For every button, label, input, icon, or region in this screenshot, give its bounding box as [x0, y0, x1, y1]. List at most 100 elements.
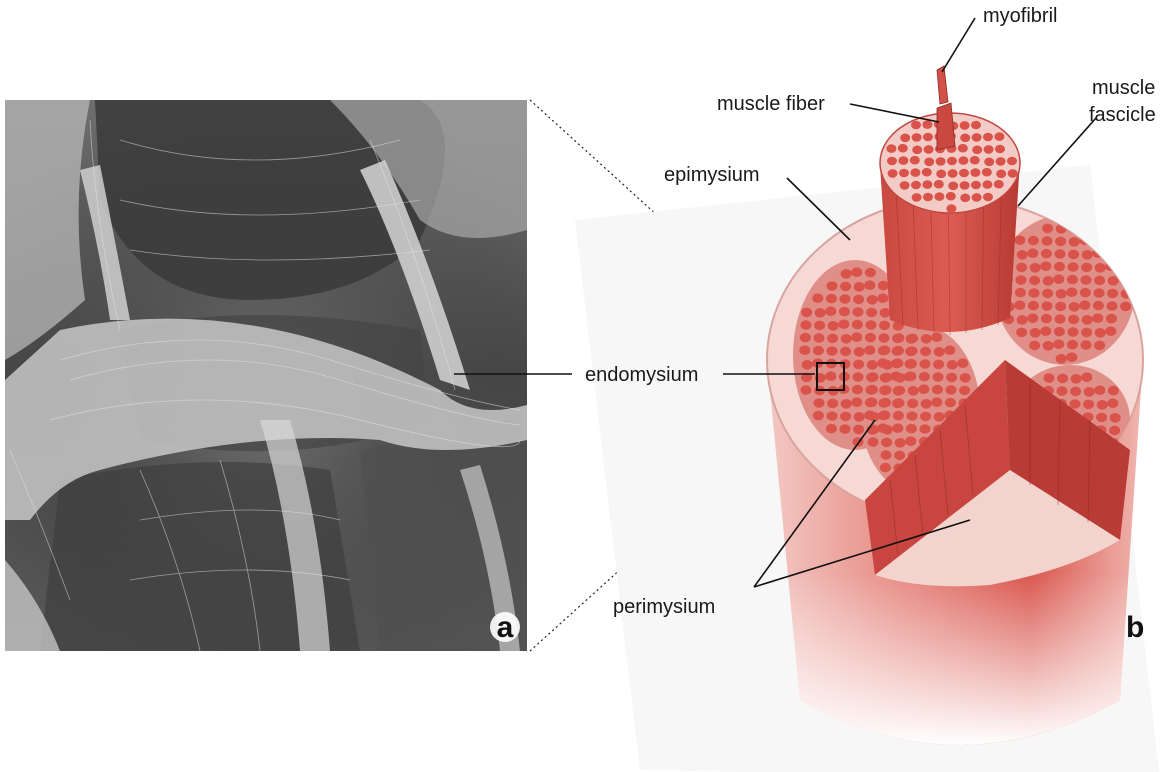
muscle-fiber-cell: [907, 411, 918, 421]
muscle-fiber-cell: [878, 281, 889, 291]
muscle-fiber-cell: [1055, 314, 1066, 324]
muscle-fiber-cell: [827, 399, 838, 409]
muscle-fiber-cell: [1105, 261, 1116, 271]
muscle-fiber-cell: [1069, 302, 1080, 312]
muscle-fiber-cell: [1053, 339, 1064, 349]
muscle-fiber-cell: [1094, 385, 1105, 395]
muscle-fiber-cell: [881, 373, 892, 383]
muscle-fiber-cell: [853, 307, 864, 317]
muscle-fiber-cell: [812, 293, 823, 303]
muscle-fiber-cell: [907, 399, 918, 409]
muscle-fiber-cell: [1107, 289, 1118, 299]
muscle-fiber-cell: [882, 360, 893, 370]
muscle-fiber-cell: [1110, 413, 1121, 423]
muscle-fiber-cell: [1121, 289, 1132, 299]
muscle-fiber-cell: [894, 333, 905, 343]
muscle-fiber-cell: [995, 145, 1005, 154]
muscle-fiber-cell: [946, 204, 956, 213]
muscle-fiber-cell: [931, 332, 942, 342]
muscle-fiber-cell: [907, 334, 918, 344]
muscle-fiber-cell: [799, 345, 810, 355]
muscle-fiber-cell: [851, 332, 862, 342]
muscle-fiber-cell: [827, 334, 838, 344]
muscle-fiber-cell: [801, 308, 812, 318]
muscle-fiber-cell: [924, 158, 934, 167]
muscle-fiber-cell: [932, 385, 943, 395]
muscle-fiber-cell: [1066, 287, 1077, 297]
muscle-fiber-cell: [1067, 340, 1078, 350]
muscle-fiber-cell: [1055, 249, 1066, 259]
muscle-fiber-cell: [895, 438, 906, 448]
muscle-fiber-cell: [894, 398, 905, 408]
muscle-fiber-cell: [880, 463, 891, 473]
muscle-fiber-cell: [895, 373, 906, 383]
muscle-fiber-cell: [959, 169, 969, 178]
muscle-fiber-cell: [1106, 249, 1117, 259]
muscle-fiber-cell: [958, 156, 968, 165]
muscle-fiber-cell: [1055, 302, 1066, 312]
muscle-fiber-cell: [971, 181, 981, 190]
muscle-fiber-cell: [923, 193, 933, 202]
muscle-fiber-cell: [1081, 340, 1092, 350]
muscle-fiber-cell: [853, 372, 864, 382]
muscle-fiber-cell: [1070, 399, 1081, 409]
muscle-fiber-cell: [1016, 263, 1027, 273]
muscle-fiber-cell: [1094, 341, 1105, 351]
label-muscle-fiber: muscle fiber: [717, 93, 825, 115]
muscle-fiber-cell: [851, 267, 862, 277]
muscle-fiber-cell: [920, 347, 931, 357]
muscle-fiber-cell: [1056, 354, 1067, 364]
muscle-fiber-cell: [864, 345, 875, 355]
muscle-fiber-cell: [911, 121, 921, 130]
muscle-fiber-cell: [888, 169, 898, 178]
muscle-fiber-cell: [971, 121, 981, 130]
muscle-fiber-cell: [838, 319, 849, 329]
muscle-fiber-cell: [924, 145, 934, 154]
muscle-fiber-cell: [852, 320, 863, 330]
muscle-fiber-cell: [1014, 300, 1025, 310]
muscle-fiber-cell: [994, 132, 1004, 141]
muscle-fiber-cell: [922, 120, 932, 129]
muscle-fiber-cell: [1094, 276, 1105, 286]
muscle-fiber-cell: [880, 398, 891, 408]
muscle-fiber-cell: [866, 320, 877, 330]
muscle-fiber-cell: [827, 346, 838, 356]
muscle-fiber-cell: [1027, 313, 1038, 323]
muscle-fiber-cell: [840, 282, 851, 292]
muscle-fiber-cell: [959, 386, 970, 396]
muscle-fiber-cell: [922, 180, 932, 189]
muscle-fiber-cell: [1016, 328, 1027, 338]
muscle-fiber-cell: [1079, 300, 1090, 310]
muscle-fiber-cell: [957, 358, 968, 368]
muscle-fiber-cell: [933, 372, 944, 382]
muscle-fiber-cell: [828, 321, 839, 331]
muscle-fiber-cell: [931, 397, 942, 407]
muscle-fiber-cell: [906, 359, 917, 369]
muscle-fiber-cell: [921, 334, 932, 344]
muscle-fiber-cell: [1057, 374, 1068, 384]
muscle-fiber-cell: [854, 347, 865, 357]
muscle-fiber-cell: [960, 134, 970, 143]
muscle-fiber-cell: [868, 437, 879, 447]
sem-micrograph: a: [5, 100, 527, 651]
muscle-fiber-cell: [893, 346, 904, 356]
label-muscle-fascicle-2: fascicle: [1089, 104, 1156, 126]
muscle-fiber-cell: [1014, 235, 1025, 245]
muscle-fiber-cell: [944, 345, 955, 355]
muscle-fiber-cell: [1054, 262, 1065, 272]
muscle-fiber-cell: [1057, 386, 1068, 396]
muscle-fiber-cell: [814, 398, 825, 408]
muscle-fiber-cell: [1082, 250, 1093, 260]
muscle-fiber-cell: [1068, 315, 1079, 325]
muscle-fiber-cell: [854, 412, 865, 422]
muscle-fiber-cell: [1095, 263, 1106, 273]
muscle-fiber-cell: [866, 308, 877, 318]
muscle-fiber-cell: [1082, 315, 1093, 325]
muscle-fiber-cell: [1083, 400, 1094, 410]
muscle-fiber-cell: [1070, 387, 1081, 397]
muscle-fiber-cell: [894, 386, 905, 396]
muscle-fiber-cell: [1068, 327, 1079, 337]
muscle-fiber-cell: [1029, 341, 1040, 351]
muscle-fiber-cell: [960, 373, 971, 383]
muscle-fiber-cell: [900, 134, 910, 143]
